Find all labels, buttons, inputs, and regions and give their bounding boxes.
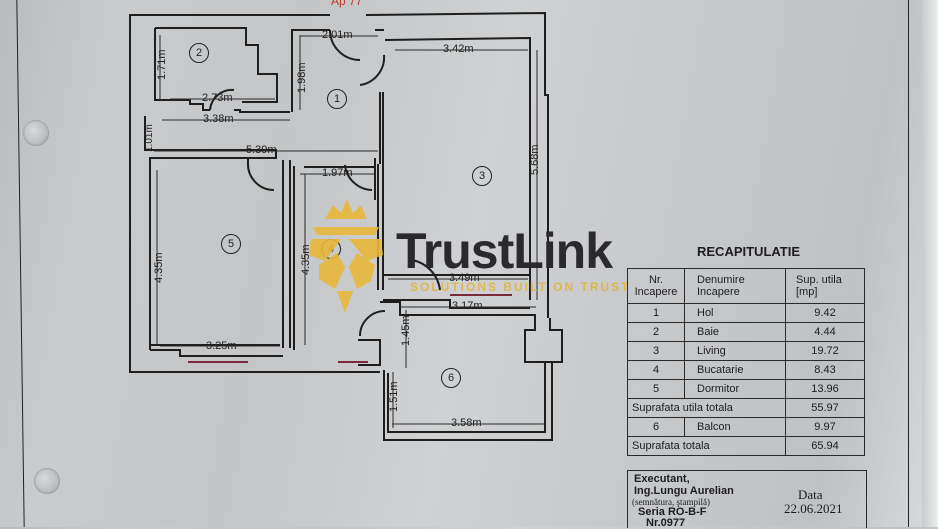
- executant-title: Executant,: [634, 473, 690, 485]
- row-name: Balcon: [684, 417, 786, 437]
- row-name: Living: [684, 341, 786, 361]
- grand-total-row: Suprafata totala 65.94: [627, 436, 865, 456]
- executant-signature-note: (semnătura, ştampilă): [632, 497, 710, 507]
- room-number-hol: 1: [327, 89, 347, 109]
- dim-hol-width: 2.01m: [322, 29, 353, 41]
- row-nr: 5: [627, 379, 685, 399]
- dim-dormitor-width: 3.25m: [206, 340, 237, 352]
- room-number-balcon: 6: [441, 368, 461, 388]
- dim-living-height: 5.68m: [529, 144, 541, 175]
- header-name: Denumire Incapere: [684, 268, 786, 304]
- paper-edge: [922, 0, 938, 527]
- dim-dormitor-height: 4.35m: [153, 252, 165, 283]
- watermark-tagline: SOLUTIONS BUILT ON TRUST: [410, 280, 631, 294]
- executant-name: Ing.Lungu Aurelian: [634, 485, 734, 497]
- dim-balcon-h1: 1.45m: [400, 315, 412, 346]
- table-row: 5 Dormitor 13.96: [627, 379, 865, 399]
- date-label: Data: [798, 487, 823, 502]
- room-number-dormitor: 5: [221, 234, 241, 254]
- header-area: Sup. utila [mp]: [785, 268, 865, 304]
- balcony-row: 6 Balcon 9.97: [627, 417, 865, 437]
- dim-corridor-length: 5.39m: [246, 144, 277, 156]
- dim-baie-height: 1.71m: [156, 49, 168, 80]
- margin-line-right: [908, 0, 909, 527]
- recap-table: Nr. Incapere Denumire Incapere Sup. util…: [627, 268, 865, 456]
- punch-hole-bottom: [34, 468, 60, 494]
- row-nr: 3: [627, 341, 685, 361]
- row-area: 8.43: [785, 360, 865, 380]
- apartment-label: Ap 77: [331, 0, 363, 8]
- dim-bucatarie-width: 1.97m: [322, 167, 353, 179]
- row-area: 9.42: [785, 303, 865, 323]
- table-row: 3 Living 19.72: [627, 341, 865, 361]
- table-row: 2 Baie 4.44: [627, 322, 865, 342]
- row-area: 4.44: [785, 322, 865, 342]
- recap-title: RECAPITULATIE: [697, 244, 801, 259]
- dim-corridor-height: 1.01m: [144, 124, 155, 152]
- table-row: 1 Hol 9.42: [627, 303, 865, 323]
- dim-balcon-width: 3.58m: [451, 417, 482, 429]
- grand-total-value: 65.94: [785, 436, 865, 456]
- row-name: Bucatarie: [684, 360, 786, 380]
- row-nr: 1: [627, 303, 685, 323]
- room-number-living: 3: [472, 166, 492, 186]
- dim-hol-height: 1.98m: [296, 62, 308, 93]
- recap-header-row: Nr. Incapere Denumire Incapere Sup. util…: [627, 268, 865, 304]
- executant-block: Executant, Ing.Lungu Aurelian (semnătura…: [627, 470, 867, 529]
- room-number-baie: 2: [189, 43, 209, 63]
- lion-crown-logo-icon: [309, 199, 383, 313]
- header-nr: Nr. Incapere: [627, 268, 685, 304]
- dim-balcon-top: 3.17m: [452, 300, 483, 312]
- table-row: 4 Bucatarie 8.43: [627, 360, 865, 380]
- watermark-brand: TrustLink: [396, 223, 613, 279]
- row-name: Baie: [684, 322, 786, 342]
- useful-total-value: 55.97: [785, 398, 865, 418]
- dim-living-bottom: 3.49m: [449, 272, 480, 284]
- grand-total-label: Suprafata totala: [627, 436, 786, 456]
- date-value: 22.06.2021: [784, 501, 843, 516]
- row-name: Hol: [684, 303, 786, 323]
- dim-balcon-h2: 1.51m: [388, 381, 400, 412]
- row-nr: 6: [627, 417, 685, 437]
- useful-total-label: Suprafata utila totala: [627, 398, 786, 418]
- executant-series: Seria RO-B-F: [638, 506, 707, 518]
- dim-corridor-width: 3.38m: [203, 113, 234, 125]
- useful-total-row: Suprafata utila totala 55.97: [627, 398, 865, 418]
- row-area: 13.96: [785, 379, 865, 399]
- dim-living-width: 3.42m: [443, 43, 474, 55]
- row-name: Dormitor: [684, 379, 786, 399]
- row-area: 19.72: [785, 341, 865, 361]
- punch-hole-top: [23, 120, 49, 146]
- executant-number: Nr.0977: [646, 517, 686, 529]
- row-nr: 4: [627, 360, 685, 380]
- dim-baie-width: 2.73m: [202, 92, 233, 104]
- row-nr: 2: [627, 322, 685, 342]
- row-area: 9.97: [785, 417, 865, 437]
